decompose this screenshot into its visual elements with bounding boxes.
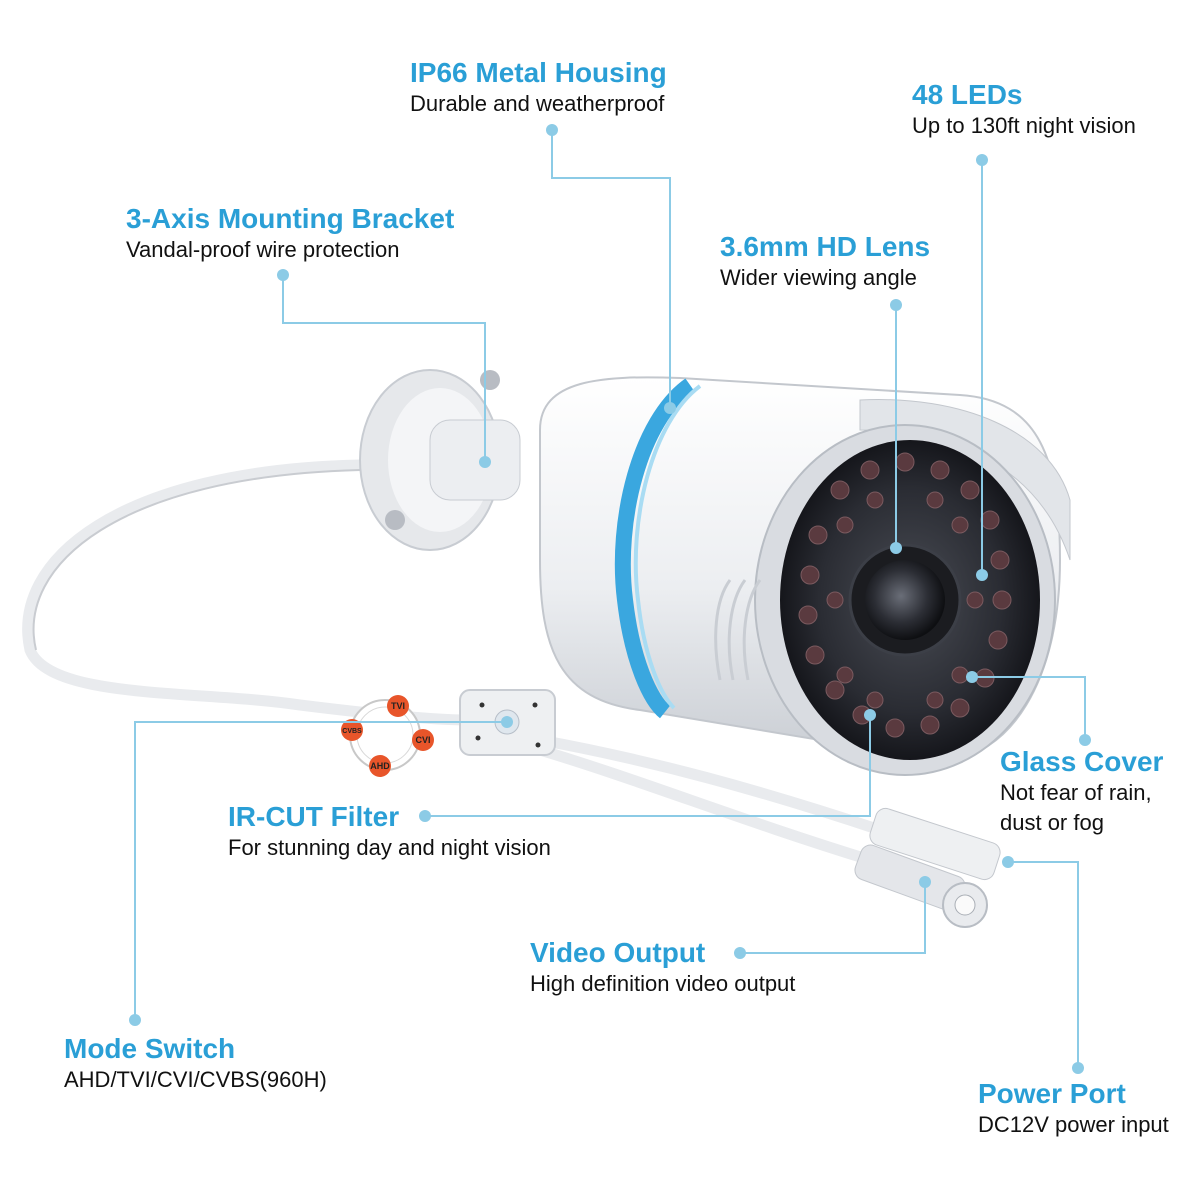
connectors [854,807,1001,928]
callout-lens: 3.6mm HD Lens Wider viewing angle [720,231,930,293]
callout-leds: 48 LEDs Up to 130ft night vision [912,79,1136,141]
lens [865,560,945,640]
callout-title: 48 LEDs [912,79,1023,110]
svg-text:TVI: TVI [391,701,405,711]
callout-title: Power Port [978,1078,1126,1109]
svg-text:CVBS: CVBS [342,728,362,735]
ir-led-array [798,452,1012,738]
callout-ir-cut: IR-CUT Filter For stunning day and night… [228,801,551,863]
callout-title: Video Output [530,937,706,968]
leader-lines [134,130,1086,1068]
callout-title: Mode Switch [64,1033,236,1064]
mode-badges: TVI CVI AHD CVBS [341,695,434,777]
callout-video-output: Video Output High definition video outpu… [530,937,795,999]
callout-title: Glass Cover [1000,746,1164,777]
callout-housing: IP66 Metal Housing Durable and weatherpr… [410,57,667,119]
callout-bracket: 3-Axis Mounting Bracket Vandal-proof wir… [126,203,454,265]
leader-dots [129,124,1091,1074]
callout-power-port: Power Port DC12V power input [978,1078,1169,1140]
callout-desc: Wider viewing angle [720,265,917,290]
callout-desc: For stunning day and night vision [228,835,551,860]
callout-desc: Vandal-proof wire protection [126,237,400,262]
camera-body [539,376,1071,776]
callout-glass-cover: Glass Cover Not fear of rain, dust or fo… [1000,746,1163,838]
callout-desc-line2: dust or fog [1000,810,1104,835]
callout-desc: Not fear of rain, [1000,780,1152,805]
svg-text:AHD: AHD [370,761,390,771]
mounting-bracket [359,369,521,551]
callout-title: 3.6mm HD Lens [720,231,931,262]
callout-title: IR-CUT Filter [228,801,400,832]
callout-desc: High definition video output [530,971,796,996]
callout-desc: Durable and weatherproof [410,91,665,116]
callout-mode-switch: Mode Switch AHD/TVI/CVI/CVBS(960H) [64,1033,327,1095]
callout-title: IP66 Metal Housing [410,57,667,88]
svg-text:CVI: CVI [415,735,430,745]
callout-desc: DC12V power input [978,1112,1169,1137]
callout-desc: Up to 130ft night vision [912,113,1136,138]
callout-title: 3-Axis Mounting Bracket [126,203,455,234]
callout-desc: AHD/TVI/CVI/CVBS(960H) [64,1067,327,1092]
